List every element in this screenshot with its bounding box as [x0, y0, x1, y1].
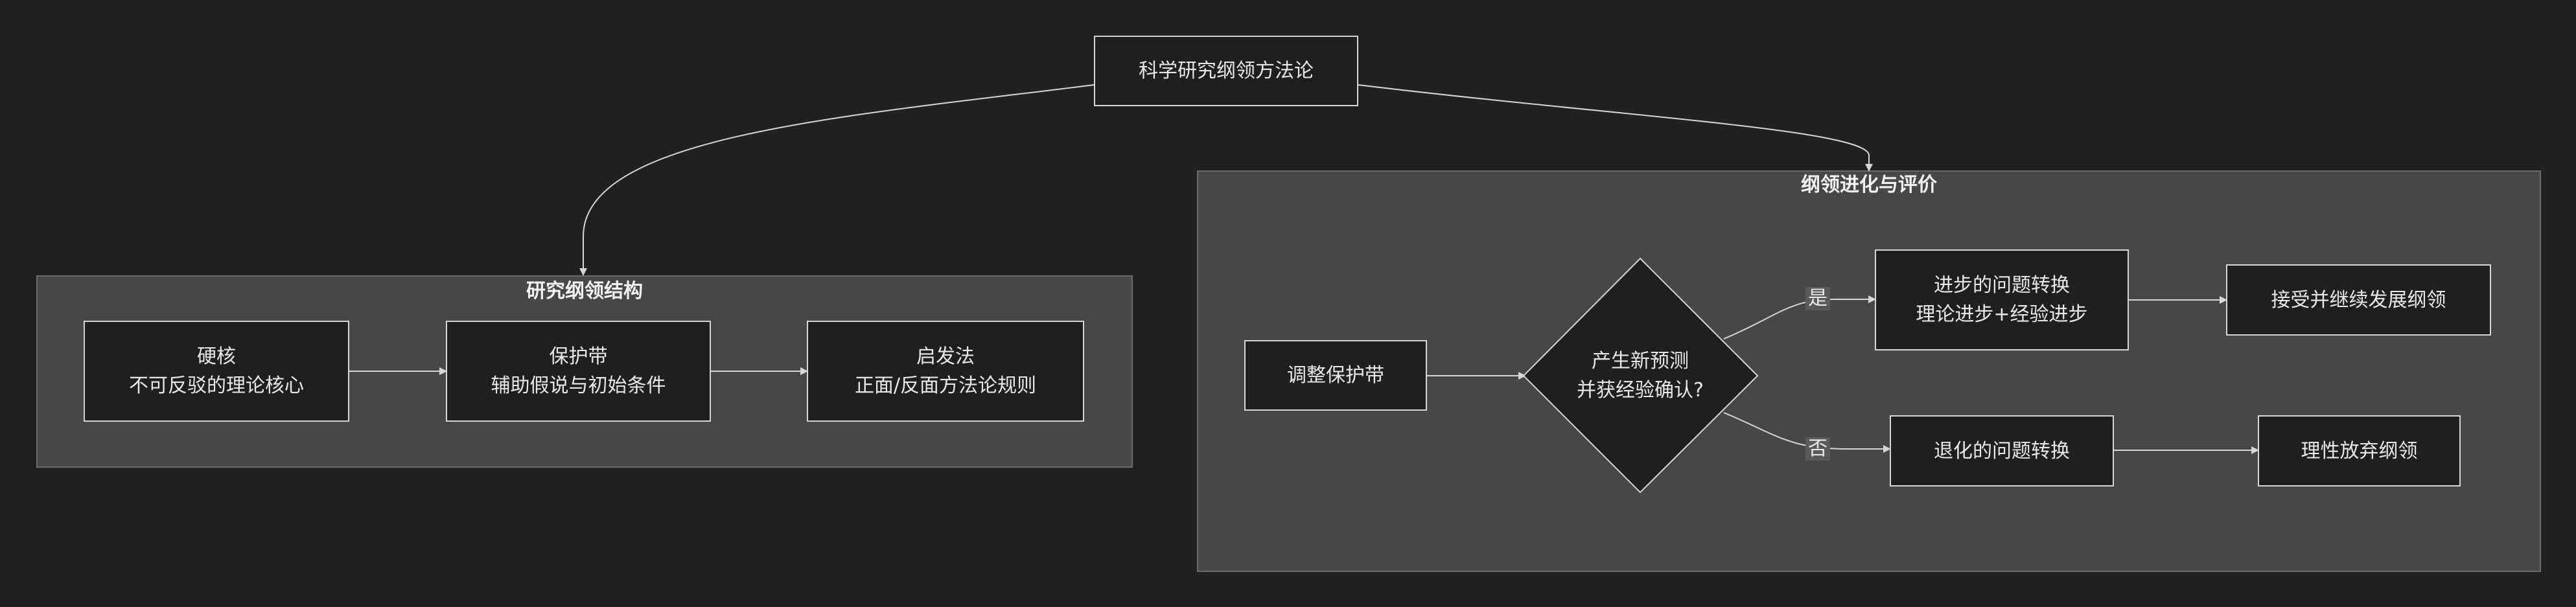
- hard-core-node: 硬核 不可反驳的理论核心: [84, 321, 349, 422]
- decision-diamond: [1522, 257, 1759, 494]
- progressive-shift-desc: 理论进步+经验进步: [1916, 303, 2088, 326]
- edge-decision-to-progressive: [1723, 295, 1876, 339]
- cluster-title-structure: 研究纲领结构: [526, 280, 643, 303]
- decision-line2: 并获经验确认?: [1577, 379, 1704, 402]
- decision-text: 产生新预测 并获经验确认?: [1549, 337, 1731, 415]
- edge-root-to-evolution: [1358, 84, 1873, 172]
- no-edge-label: 否: [1805, 437, 1830, 461]
- abandon-program-label: 理性放弃纲领: [2301, 439, 2418, 463]
- accept-program-label: 接受并继续发展纲领: [2271, 288, 2446, 312]
- adjust-belt-node: 调整保护带: [1244, 340, 1427, 411]
- progressive-shift-title: 进步的问题转换: [1934, 274, 2070, 297]
- yes-edge-label: 是: [1805, 287, 1830, 310]
- hard-core-desc: 不可反驳的理论核心: [129, 374, 304, 397]
- protective-belt-title: 保护带: [549, 345, 608, 368]
- protective-belt-node: 保护带 辅助假说与初始条件: [446, 321, 711, 422]
- heuristic-title: 启发法: [916, 345, 975, 368]
- root-label: 科学研究纲领方法论: [1139, 60, 1314, 82]
- decision-line1: 产生新预测: [1592, 350, 1689, 372]
- protective-belt-desc: 辅助假说与初始条件: [491, 374, 666, 397]
- adjust-belt-label: 调整保护带: [1287, 364, 1384, 387]
- cluster-title-evolution: 纲领进化与评价: [1801, 174, 1937, 196]
- heuristic-desc: 正面/反面方法论规则: [854, 374, 1037, 397]
- accept-program-node: 接受并继续发展纲领: [2226, 264, 2491, 336]
- degenerative-shift-label: 退化的问题转换: [1934, 439, 2070, 463]
- heuristic-node: 启发法 正面/反面方法论规则: [807, 321, 1084, 422]
- edge-decision-to-degenerative: [1723, 412, 1891, 453]
- root-node: 科学研究纲领方法论: [1094, 36, 1358, 106]
- progressive-shift-node: 进步的问题转换 理论进步+经验进步: [1875, 249, 2129, 350]
- abandon-program-node: 理性放弃纲领: [2258, 415, 2461, 487]
- degenerative-shift-node: 退化的问题转换: [1890, 415, 2114, 487]
- edge-root-to-structure: [579, 84, 1095, 276]
- hard-core-title: 硬核: [197, 345, 236, 368]
